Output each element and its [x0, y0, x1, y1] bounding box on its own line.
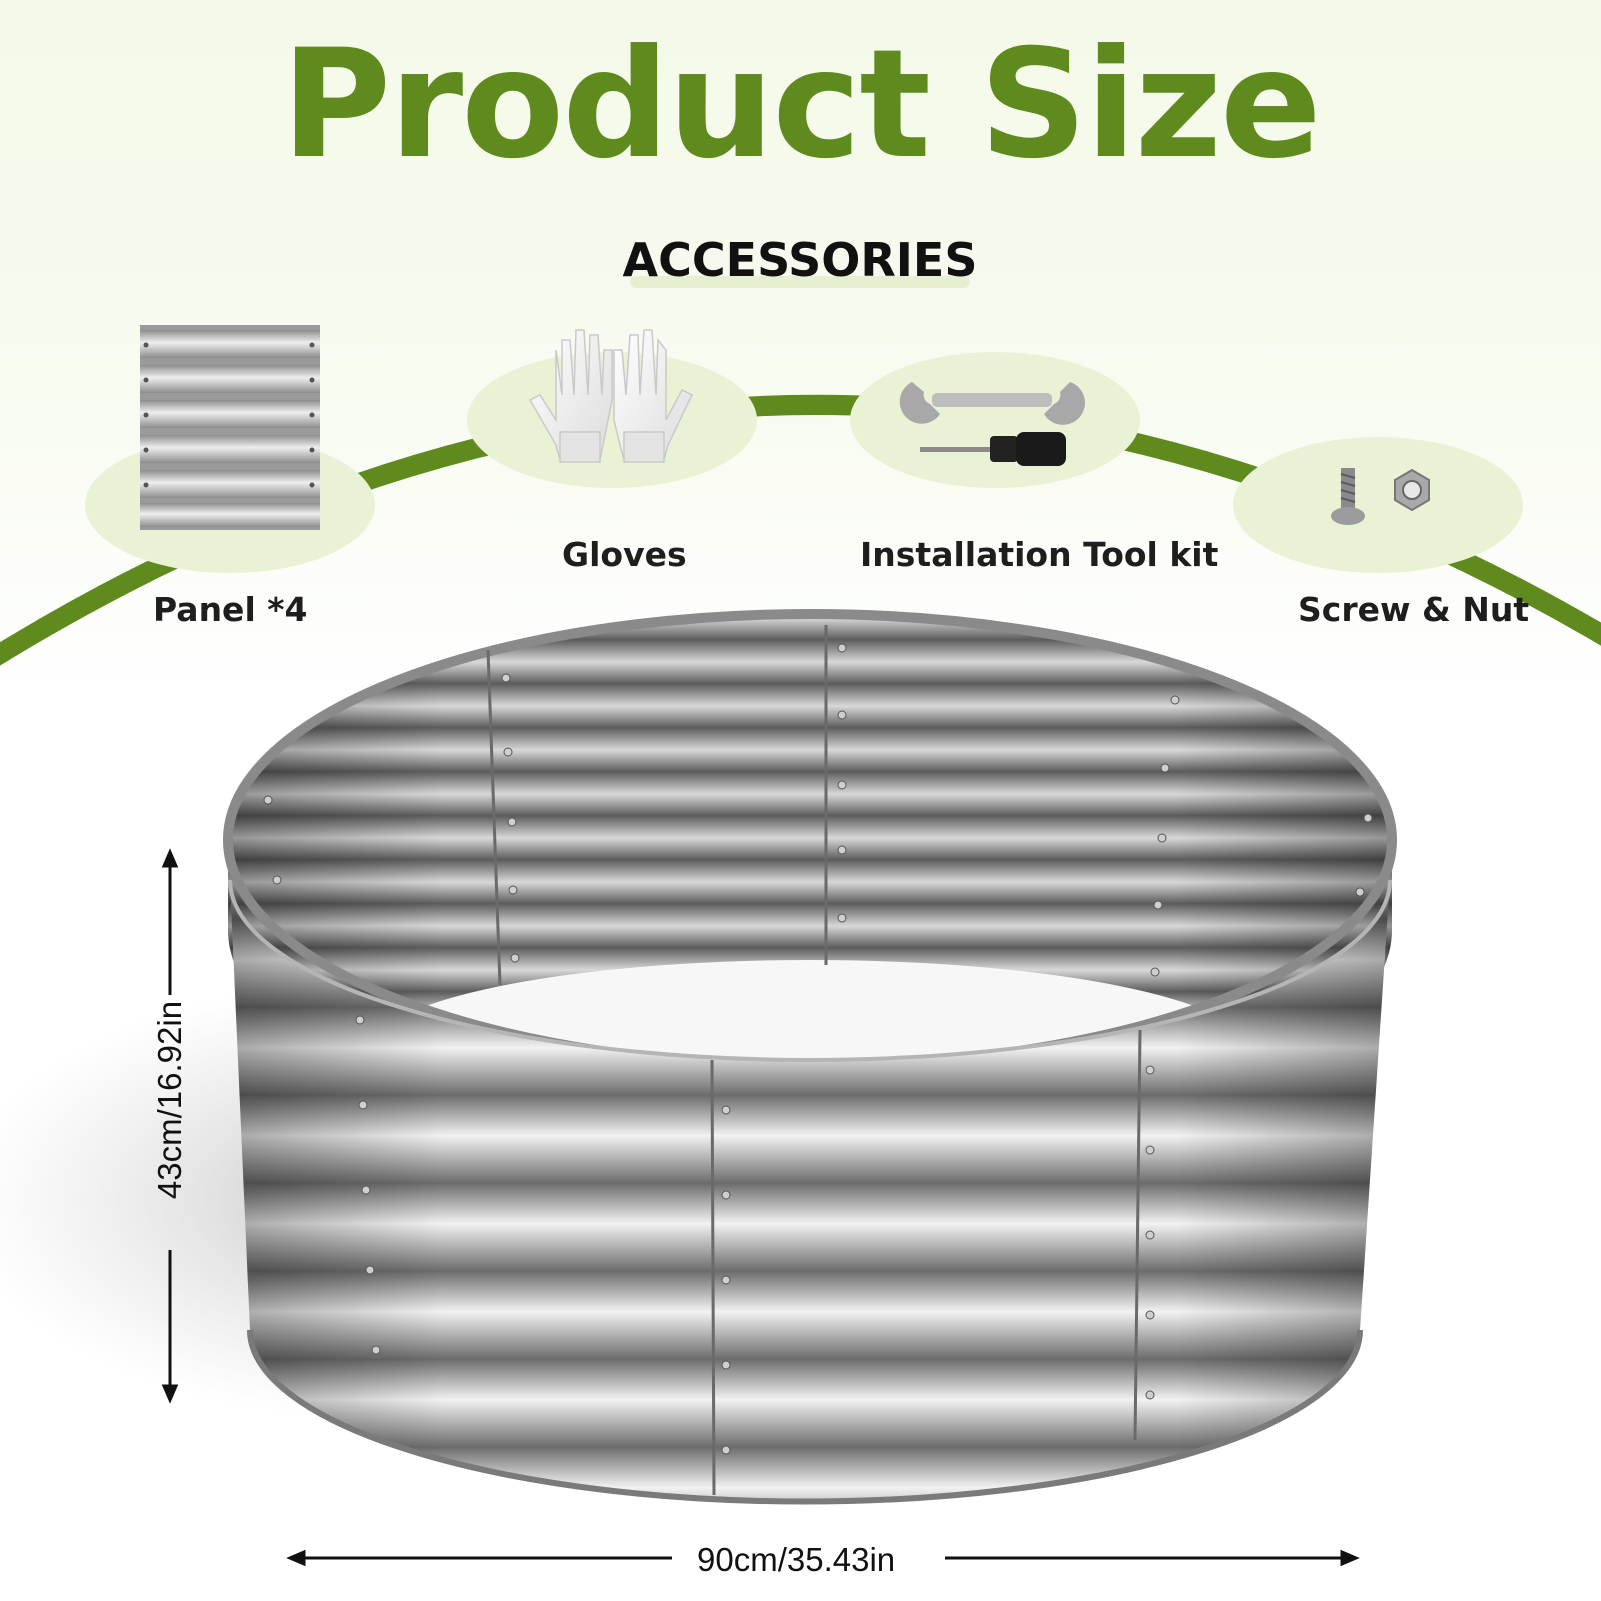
- wrench-screwdriver-icon: [899, 382, 1085, 466]
- inner-wall: [228, 614, 1392, 1140]
- accessory-label-panel: Panel *4: [153, 590, 308, 629]
- accessory-circle-gloves: [467, 352, 757, 488]
- accessory-label-gloves: Gloves: [562, 535, 687, 574]
- width-dimension-label: 90cm/35.43in: [697, 1541, 896, 1578]
- accessory-circle-screw: [1233, 437, 1523, 573]
- width-arrow-left-head: [286, 1549, 306, 1567]
- accessories-heading: ACCESSORIES: [622, 233, 978, 287]
- panel-seams: [486, 625, 1142, 1496]
- gloves-icon: [528, 329, 693, 463]
- accessory-label-tools: Installation Tool kit: [860, 535, 1219, 574]
- screw-nut-icon: [1331, 468, 1430, 525]
- height-dimension-label: 43cm/16.92in: [151, 1000, 188, 1200]
- corrugated-panel-icon: [140, 325, 320, 530]
- page-title: Product Size: [281, 18, 1321, 192]
- heading-underline: [630, 276, 970, 288]
- height-arrow-up-head: [161, 848, 179, 868]
- width-arrow-right-head: [1340, 1549, 1360, 1567]
- front-rim-edge: [228, 879, 1392, 1062]
- height-arrow-down-head: [161, 1384, 179, 1404]
- bottom-edge: [247, 1329, 1363, 1505]
- rivets: [263, 643, 1373, 1455]
- accessory-label-screw: Screw & Nut: [1298, 590, 1530, 629]
